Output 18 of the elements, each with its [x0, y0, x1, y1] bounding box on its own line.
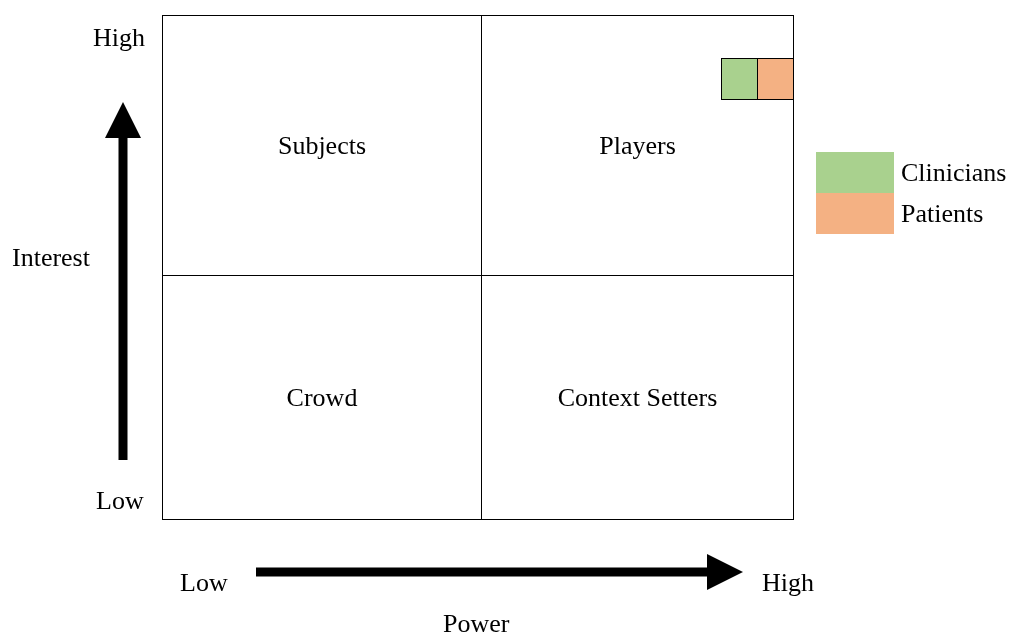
quadrant-label: Subjects — [277, 130, 367, 161]
quadrant-label: Crowd — [286, 382, 358, 413]
quadrant-label: Context Setters — [557, 382, 718, 413]
quadrant-box — [481, 275, 794, 520]
marker-box — [757, 58, 794, 100]
axis-end-label: High — [93, 25, 145, 51]
axis-end-label: Low — [180, 570, 228, 596]
quadrant-box — [481, 15, 794, 276]
legend-label: Patients — [901, 201, 984, 227]
axis-title: Power — [443, 611, 510, 634]
quadrant-box — [162, 275, 482, 520]
axis-end-label: High — [762, 570, 814, 596]
legend-label: Clinicians — [901, 160, 1007, 186]
quadrant-label: Players — [599, 130, 676, 161]
quadrant-box — [162, 15, 482, 276]
axis-end-label: Low — [96, 488, 144, 514]
marker-box — [721, 58, 758, 100]
axis-title: Interest — [12, 245, 90, 271]
